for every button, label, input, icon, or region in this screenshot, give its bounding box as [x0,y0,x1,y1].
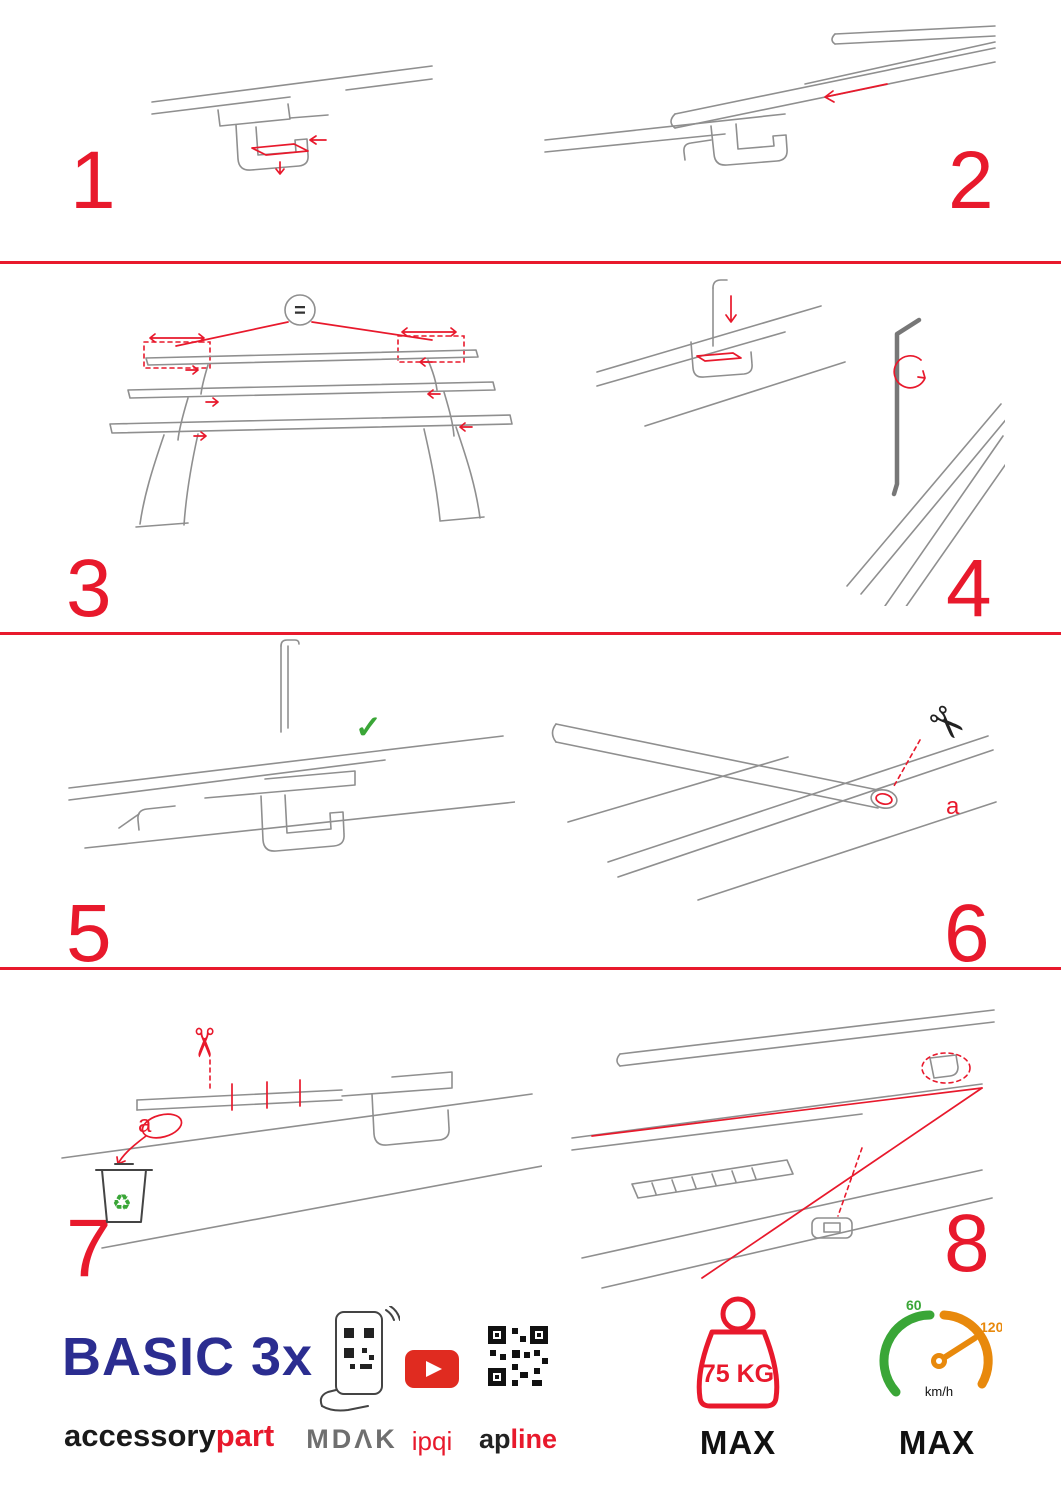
step-1-insert-part [251,135,327,175]
equal-symbol: = [294,300,306,322]
recycle-icon: ♻ [112,1190,132,1215]
step-6-number: 6 [944,888,990,979]
product-title: BASIC 3x [62,1327,314,1387]
step-8-number: 8 [944,1198,990,1289]
logo-ipqi: ipqi [411,1426,453,1456]
cut-section [875,792,893,806]
logo-ap-part: ap [478,1424,511,1454]
divider-2 [0,632,1061,635]
logo-apline: apline [478,1424,558,1455]
step-3-illustration: = [109,294,513,528]
step-6-label-a: a [946,793,960,820]
speedometer-icon: 60 120 km/h [879,1297,1002,1399]
step-2-illustration [544,25,996,166]
scissors-icon: ✂ [916,693,977,754]
speed-low-label: 60 [906,1297,922,1313]
step-7-illustration: ✂ a ♻ [61,1026,542,1249]
trash-icon [95,1163,153,1223]
step-3-number: 3 [66,543,112,634]
qr-code-icon [488,1326,548,1386]
youtube-icon [405,1350,459,1388]
check-icon: ✓ [355,709,382,745]
step-1-number: 1 [70,135,116,226]
step-5-illustration: ✓ [68,639,515,852]
step-5-number: 5 [66,888,112,979]
step-8-illustration [571,1009,995,1289]
step-1-illustration [151,65,433,175]
allen-key [891,317,922,497]
step-4-insert-arrow [725,295,737,323]
divider-1 [0,261,1061,264]
logo-mdak: MDΛK [306,1424,398,1454]
weight-icon: 75 KG [696,1296,780,1409]
logo-line-part: line [510,1424,558,1454]
step-7-number: 7 [66,1203,112,1294]
step-2-slide-arrow [824,83,888,103]
divider-3 [0,967,1061,970]
speed-max-label: MAX [898,1424,976,1461]
scissors-red-icon: ✂ [181,1026,225,1060]
equal-badge [284,294,316,326]
step-4-rotate-arrow [893,355,926,389]
step-4-number: 4 [946,543,992,634]
step-4-illustration [596,279,1005,606]
phone-qr-icon [319,1306,400,1412]
brand-part: part [215,1418,275,1453]
brand-accessory: accessory [64,1418,216,1453]
weight-max-label: MAX [699,1424,777,1461]
step-2-number: 2 [948,135,994,226]
speed-unit-label: km/h [925,1384,953,1399]
step-7-label-a: a [138,1111,152,1138]
step-3-align-arrows [185,357,473,441]
step-6-illustration: ✂ a [551,693,997,901]
weight-value: 75 KG [702,1360,774,1388]
step-8-alignment-lines [591,1087,983,1279]
brand-wordmark: accessorypart [64,1418,274,1454]
speed-high-label: 120 [980,1319,1002,1335]
